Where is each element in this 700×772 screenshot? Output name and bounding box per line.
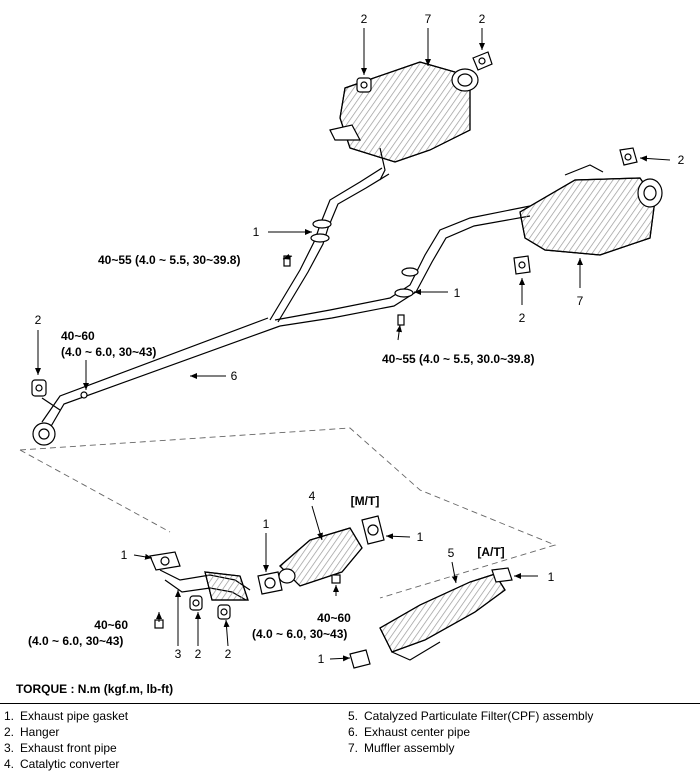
top-muffler-assembly bbox=[329, 61, 479, 181]
torque-specs: 40~55 (4.0 ~ 5.5, 30~39.8) 40~55 (4.0 ~ … bbox=[28, 253, 534, 648]
callout-top-hanger-left: 2 bbox=[361, 12, 368, 26]
callout-center-pipe: 6 bbox=[231, 369, 238, 383]
gasket-cpf-bottom bbox=[349, 649, 371, 669]
torque-spec-3-value: 40~60 bbox=[61, 329, 95, 343]
torque-spec-5-units: (4.0 ~ 6.0, 30~43) bbox=[252, 627, 347, 641]
torque-spec-1: 40~55 (4.0 ~ 5.5, 30~39.8) bbox=[98, 253, 240, 267]
callout-left-hanger: 2 bbox=[35, 313, 42, 327]
callout-front-pipe: 3 bbox=[175, 647, 182, 661]
left-hanger bbox=[31, 379, 88, 411]
callout-top-muffler: 7 bbox=[425, 12, 432, 26]
legend-item: 2.Hanger bbox=[4, 725, 60, 739]
callout-right-hanger-bottom: 2 bbox=[519, 311, 526, 325]
exhaust-system-diagram: 2 7 2 2 2 7 1 1 6 2 4 5 1 1 1 1 1 3 2 2 … bbox=[19, 12, 685, 669]
callout-gasket-right-mid: 1 bbox=[454, 286, 461, 300]
callout-cat-converter: 4 bbox=[309, 489, 316, 503]
cpf-assembly bbox=[379, 573, 506, 661]
torque-units-title: TORQUE : N.m (kgf.m, lb-ft) bbox=[16, 682, 174, 696]
callout-gasket-at: 1 bbox=[548, 570, 555, 584]
right-hanger-top bbox=[619, 147, 638, 166]
torque-spec-5-value: 40~60 bbox=[317, 611, 351, 625]
exhaust-front-pipe bbox=[159, 569, 251, 601]
right-muffler-assembly bbox=[519, 164, 663, 256]
callout-top-hanger-right: 2 bbox=[479, 12, 486, 26]
callout-gasket-mid-lower: 1 bbox=[263, 517, 270, 531]
center-pipe-gasket-left bbox=[310, 219, 332, 243]
torque-spec-4-units: (4.0 ~ 6.0, 30~43) bbox=[28, 634, 123, 648]
gasket-mid-lower bbox=[257, 571, 283, 595]
lower-hanger-a bbox=[189, 595, 203, 611]
torque-bolt-right bbox=[397, 314, 405, 326]
right-hanger-bottom bbox=[513, 255, 531, 275]
variant-mt: [M/T] bbox=[351, 494, 380, 508]
legend-item: 3.Exhaust front pipe bbox=[4, 741, 117, 755]
legend-item: 7.Muffler assembly bbox=[348, 741, 455, 755]
callout-gasket-cpf-bottom: 1 bbox=[318, 652, 325, 666]
torque-spec-4-value: 40~60 bbox=[94, 618, 128, 632]
callout-gasket-mt: 1 bbox=[417, 530, 424, 544]
catalytic-converter bbox=[278, 527, 363, 587]
callout-hanger-lower-b: 2 bbox=[225, 647, 232, 661]
variant-at: [A/T] bbox=[477, 545, 504, 559]
center-pipe-gasket-right bbox=[394, 267, 419, 298]
callout-right-muffler: 7 bbox=[577, 294, 584, 308]
exhaust-center-pipe bbox=[32, 167, 531, 446]
callout-cpf-assembly: 5 bbox=[448, 546, 455, 560]
exploded-view-outline bbox=[19, 427, 557, 599]
legend-item: 4.Catalytic converter bbox=[4, 757, 120, 771]
gasket-at bbox=[491, 567, 513, 583]
leader-lines bbox=[35, 28, 671, 662]
callout-right-hanger-top: 2 bbox=[678, 153, 685, 167]
variant-labels: [M/T] [A/T] bbox=[351, 494, 505, 559]
callout-gasket-left-mid: 1 bbox=[253, 225, 260, 239]
legend-item: 6.Exhaust center pipe bbox=[348, 725, 471, 739]
lower-hanger-b bbox=[217, 604, 231, 620]
legend-item: 5.Catalyzed Particulate Filter(CPF) asse… bbox=[348, 709, 594, 723]
gasket-front-left bbox=[149, 551, 181, 571]
callout-labels: 2 7 2 2 2 7 1 1 6 2 4 5 1 1 1 1 1 3 2 2 bbox=[35, 12, 685, 666]
top-hanger-left bbox=[356, 77, 372, 93]
torque-bolt-cat bbox=[331, 574, 341, 584]
torque-spec-3-units: (4.0 ~ 6.0, 30~43) bbox=[61, 345, 156, 359]
top-hanger-right bbox=[472, 51, 493, 71]
callout-hanger-lower-a: 2 bbox=[195, 647, 202, 661]
gasket-mt bbox=[361, 515, 385, 545]
legend-divider bbox=[0, 703, 700, 704]
parts-legend-left: 1.Exhaust pipe gasket 2.Hanger 3.Exhaust… bbox=[4, 708, 128, 772]
callout-gasket-front-left: 1 bbox=[121, 548, 128, 562]
parts-legend-right: 5.Catalyzed Particulate Filter(CPF) asse… bbox=[348, 708, 593, 756]
torque-spec-2: 40~55 (4.0 ~ 5.5, 30.0~39.8) bbox=[382, 352, 534, 366]
legend-item: 1.Exhaust pipe gasket bbox=[4, 709, 129, 723]
